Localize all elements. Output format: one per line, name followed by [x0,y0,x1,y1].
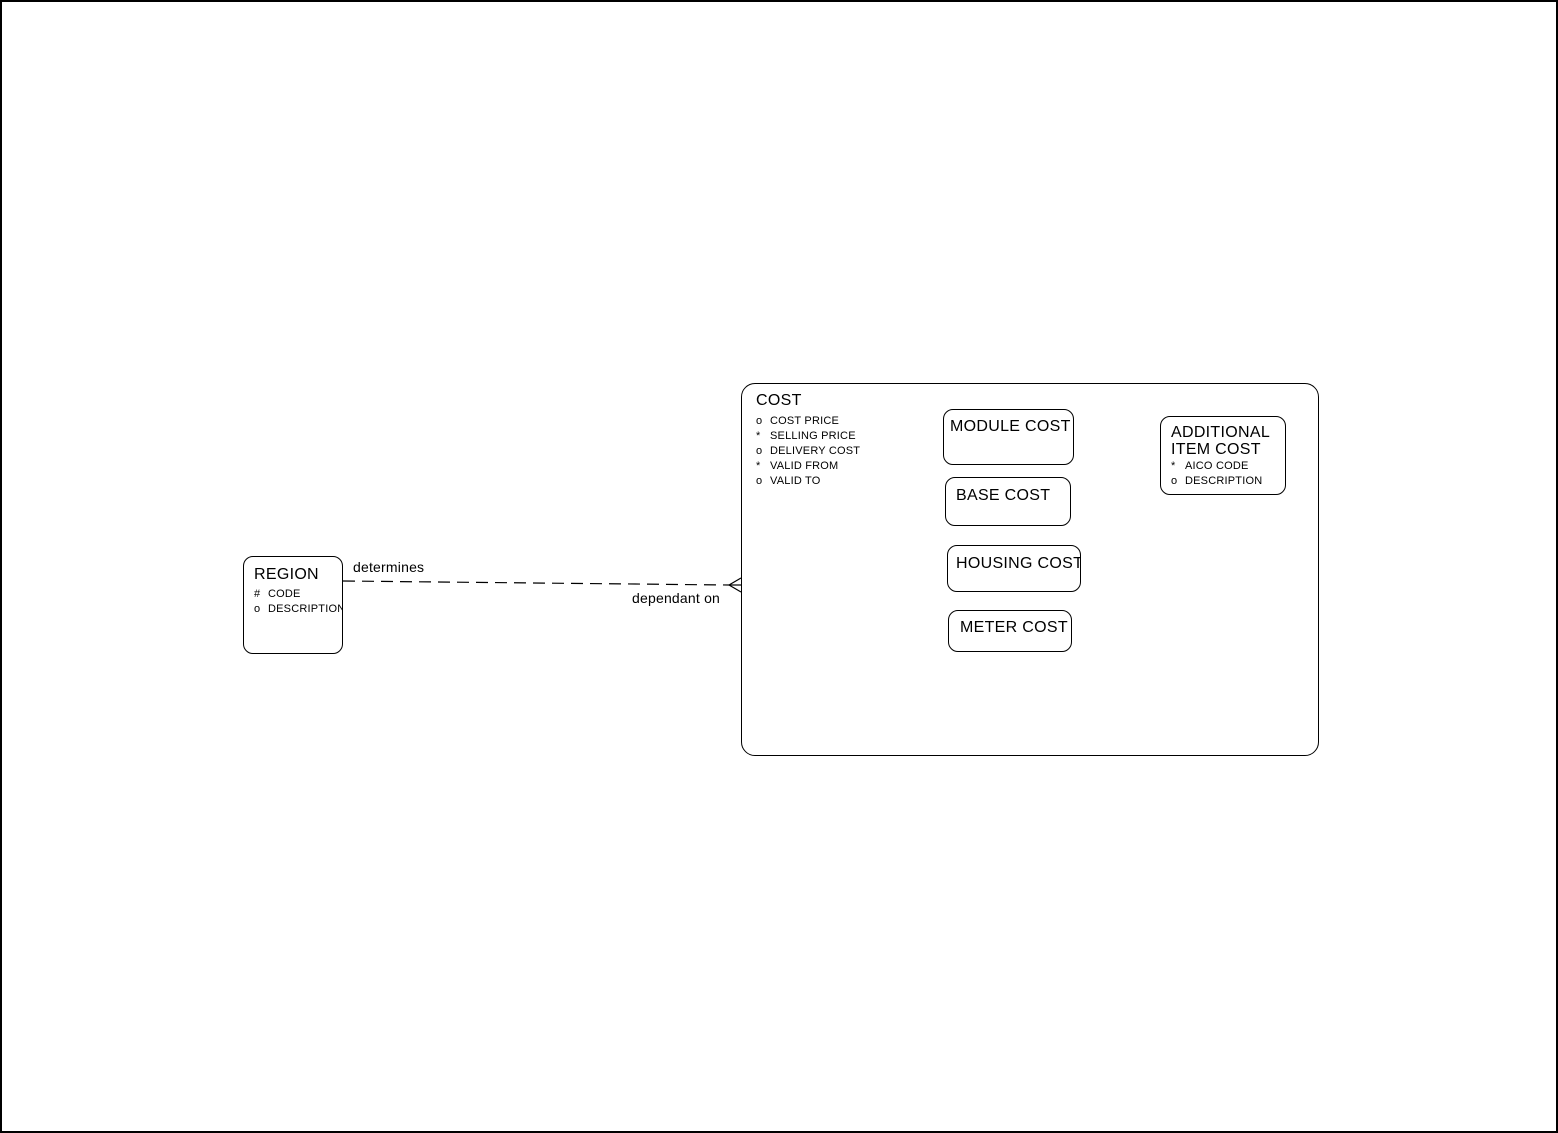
subentity-base-cost[interactable]: BASE COST [945,477,1071,526]
relationship-label-dependant-on: dependant on [632,590,721,606]
attribute-name: DESCRIPTION [1185,475,1263,487]
attribute-row: o DELIVERY COST [756,444,1318,459]
subentity-meter-cost-title: METER COST [960,619,1068,636]
attribute-name: SELLING PRICE [770,430,856,442]
entity-region[interactable]: REGION # CODE o DESCRIPTION [243,556,343,654]
attribute-name: DELIVERY COST [770,445,861,457]
subentity-additional-item-cost-attributes: * AICO CODE o DESCRIPTION [1171,459,1285,489]
subentity-module-cost-title: MODULE COST [950,418,1071,435]
attribute-row: o DESCRIPTION [254,602,342,617]
attribute-row: * VALID FROM [756,459,1318,474]
attribute-tag: # [254,588,261,600]
subentity-housing-cost[interactable]: HOUSING COST [947,545,1081,592]
attribute-tag: o [1171,475,1178,487]
subentity-additional-item-cost-title-line1: ADDITIONAL [1171,424,1271,441]
attribute-row: * AICO CODE [1171,459,1285,474]
attribute-tag: * [756,430,761,442]
attribute-row: o COST PRICE [756,414,1318,429]
attribute-row: # CODE [254,587,342,602]
attribute-row: o VALID TO [756,474,1318,489]
subentity-additional-item-cost-title-line2: ITEM COST [1171,441,1261,458]
entity-region-attributes: # CODE o DESCRIPTION [254,587,342,617]
subentity-base-cost-title: BASE COST [956,487,1051,504]
attribute-name: VALID TO [770,475,821,487]
attribute-tag: o [254,603,261,615]
attribute-row: * SELLING PRICE [756,429,1318,444]
subentity-module-cost[interactable]: MODULE COST [943,409,1074,465]
subentity-meter-cost[interactable]: METER COST [948,610,1072,652]
attribute-name: VALID FROM [770,460,839,472]
attribute-tag: * [756,460,761,472]
attribute-name: DESCRIPTION [268,603,343,615]
entity-cost-attributes: o COST PRICE * SELLING PRICE o DELIVERY … [756,414,1318,489]
entity-cost-title: COST [756,392,802,409]
subentity-housing-cost-title: HOUSING COST [956,555,1081,572]
relationship-label-determines: determines [353,559,425,575]
attribute-row: o DESCRIPTION [1171,474,1285,489]
relationship-dashed-line[interactable] [342,580,730,586]
attribute-tag: o [756,445,763,457]
subentity-additional-item-cost[interactable]: ADDITIONAL ITEM COST * AICO CODE o DESCR… [1160,416,1286,495]
crows-foot-icon [728,577,742,593]
attribute-tag: * [1171,460,1176,472]
attribute-tag: o [756,475,763,487]
entity-region-title: REGION [254,566,319,583]
attribute-name: COST PRICE [770,415,840,427]
attribute-name: CODE [268,588,301,600]
attribute-tag: o [756,415,763,427]
attribute-name: AICO CODE [1185,460,1249,472]
